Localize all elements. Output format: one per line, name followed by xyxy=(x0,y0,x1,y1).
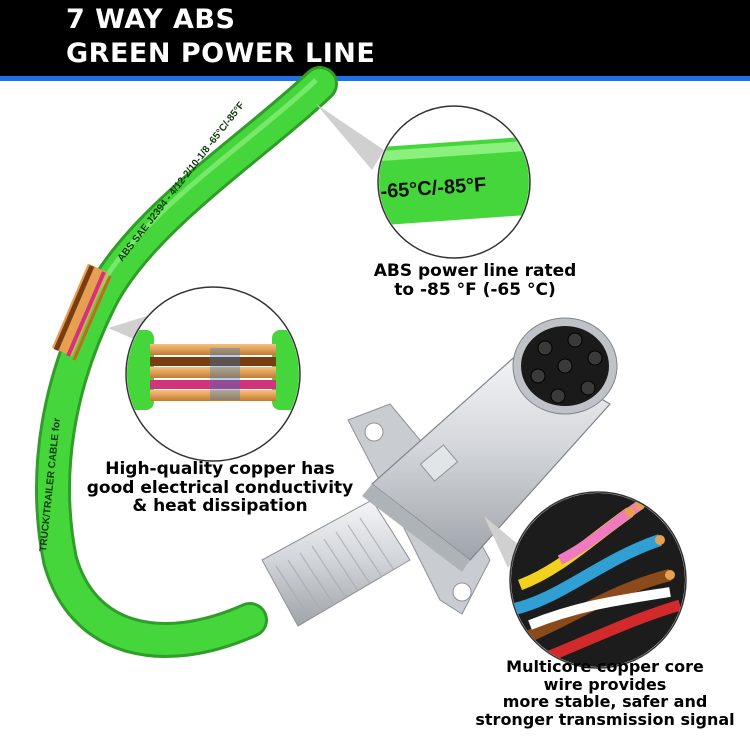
caption-multicore-line-3: more stable, safer and xyxy=(502,692,708,712)
caption-multicore: Multicore copper core wire provides more… xyxy=(460,658,750,728)
header-accent-stripe xyxy=(0,76,750,81)
caption-temperature: ABS power line rated to -85 °F (-65 °C) xyxy=(330,262,620,299)
caption-copper: High-quality copper has good electrical … xyxy=(60,460,380,516)
title-line-2: GREEN POWER LINE xyxy=(66,38,376,69)
green-cable xyxy=(35,66,338,658)
plug-pin-holes xyxy=(530,332,603,404)
mount-hole-lower xyxy=(452,582,472,602)
caption-multicore-line-2: wire provides xyxy=(543,674,667,694)
caption-copper-line-1: High-quality copper has xyxy=(105,459,335,479)
header-banner xyxy=(0,0,750,76)
title-line-1: 7 WAY ABS xyxy=(66,4,236,35)
caption-multicore-line-4: stronger transmission signal xyxy=(475,709,735,729)
callout-multicore xyxy=(484,491,687,669)
caption-copper-line-3: & heat dissipation xyxy=(132,496,308,517)
seven-way-plug xyxy=(261,317,618,627)
caption-multicore-line-1: Multicore copper core xyxy=(506,657,704,676)
caption-temperature-line-1: ABS power line rated xyxy=(373,261,577,281)
mount-hole-upper xyxy=(364,422,384,442)
callout-copper xyxy=(108,286,301,462)
stripped-wires xyxy=(51,263,112,361)
caption-temperature-line-2: to -85 °F (-65 °C) xyxy=(394,279,556,300)
callout-temperature: -65°C/-85°F xyxy=(316,104,531,259)
caption-copper-line-2: good electrical conductivity xyxy=(86,477,354,498)
